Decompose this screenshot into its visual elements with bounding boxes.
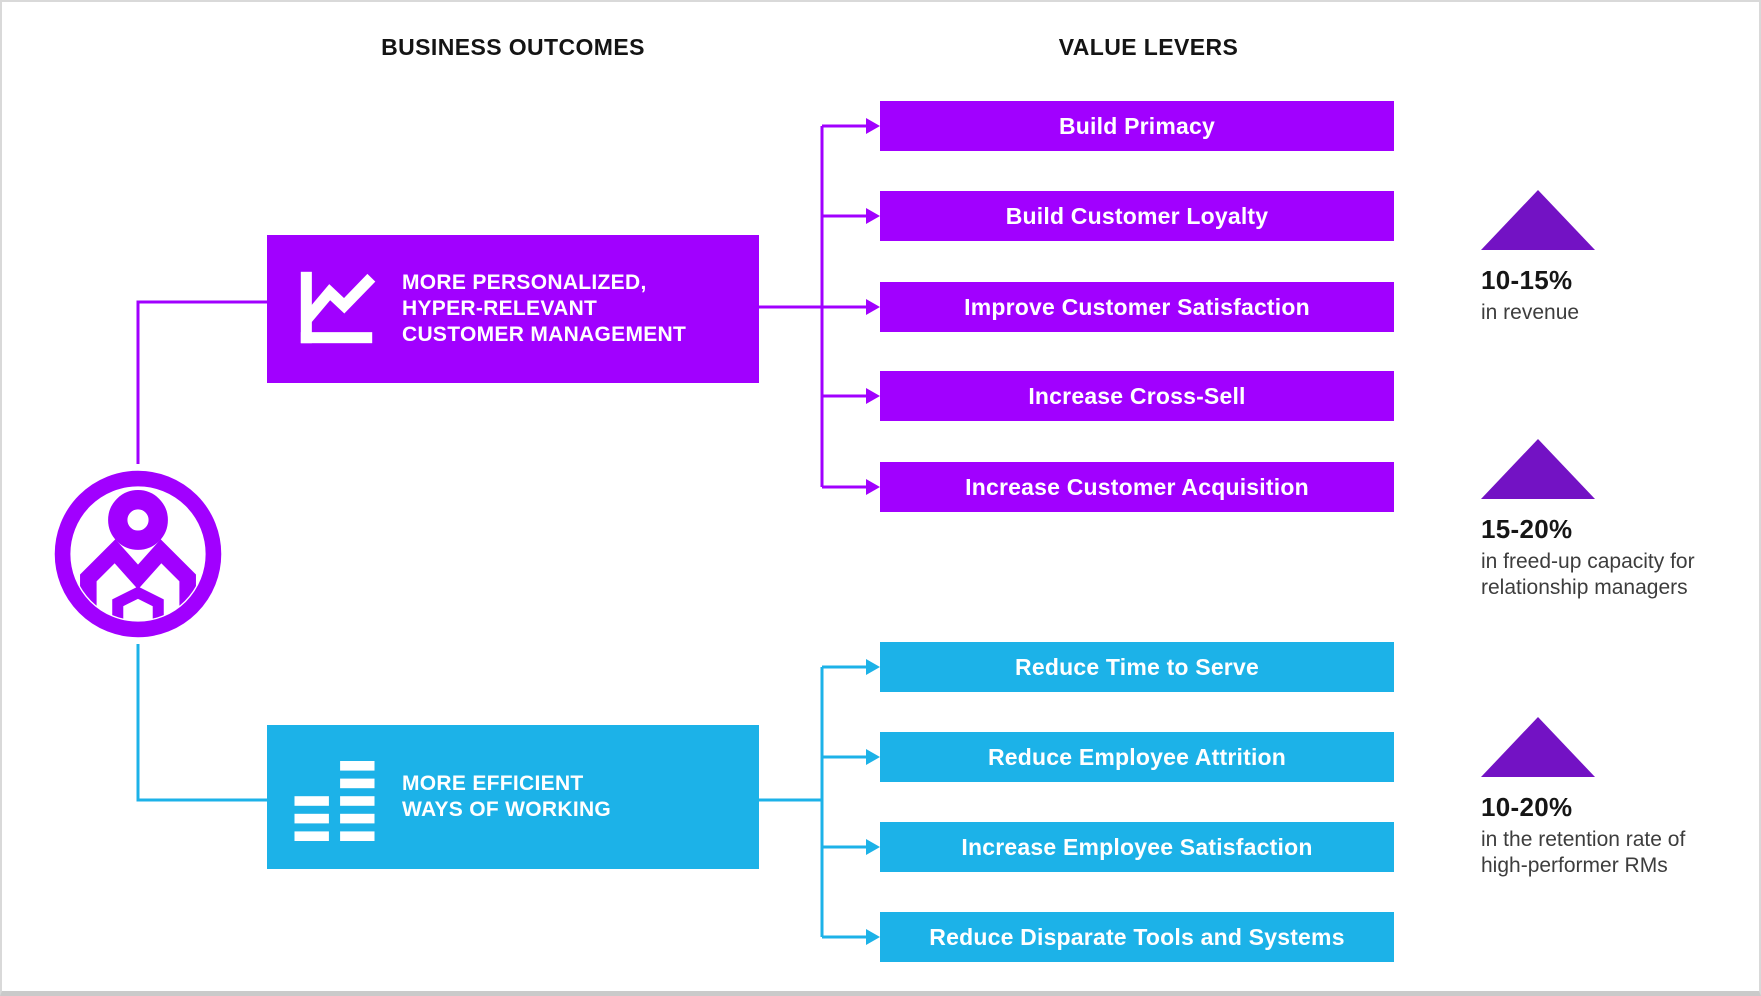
line-chart-icon	[300, 271, 376, 344]
persona-to-efficiency-box-line	[136, 644, 267, 802]
customer-connectors	[136, 124, 868, 489]
up-triangle-icon	[1481, 717, 1595, 777]
stat-value: 10-15%	[1481, 265, 1573, 295]
value-lever-reduce-disparate-tools-systems: Reduce Disparate Tools and Systems	[880, 912, 1394, 962]
column-header-value-levers: VALUE LEVERS	[1058, 34, 1239, 60]
outcome-label-line: WAYS OF WORKING	[402, 798, 612, 821]
stat-description: in revenue	[1481, 301, 1580, 324]
stat-value: 15-20%	[1481, 514, 1573, 544]
customer-arrowheads	[866, 118, 880, 495]
value-lever-reduce-time-to-serve: Reduce Time to Serve	[880, 642, 1394, 692]
column-header-business-outcomes: BUSINESS OUTCOMES	[381, 34, 645, 60]
outcome-box-customer-management: MORE PERSONALIZED, HYPER-RELEVANT CUSTOM…	[267, 235, 759, 383]
impact-stat-revenue: 10-15% in revenue	[1481, 190, 1736, 326]
efficiency-arrowheads	[866, 659, 880, 945]
impact-stat-retention-rate: 10-20% in the retention rate of high-per…	[1481, 717, 1736, 879]
stacked-list-icon	[294, 761, 375, 841]
value-lever-improve-customer-satisfaction: Improve Customer Satisfaction	[880, 282, 1394, 332]
stat-description: in freed-up capacity for relationship ma…	[1481, 550, 1695, 599]
value-lever-increase-employee-satisfaction: Increase Employee Satisfaction	[880, 822, 1394, 872]
stat-description: in the retention rate of high-performer …	[1481, 828, 1686, 877]
up-triangle-icon	[1481, 439, 1595, 499]
value-lever-reduce-employee-attrition: Reduce Employee Attrition	[880, 732, 1394, 782]
person-in-circle-icon	[54, 470, 222, 638]
value-lever-increase-cross-sell: Increase Cross-Sell	[880, 371, 1394, 421]
impact-stat-freed-up-capacity: 15-20% in freed-up capacity for relation…	[1481, 439, 1736, 601]
efficiency-connectors	[136, 644, 868, 939]
value-lever-build-customer-loyalty: Build Customer Loyalty	[880, 191, 1394, 241]
outcome-label-efficiency: MORE EFFICIENT WAYS OF WORKING	[402, 771, 611, 823]
outcome-box-ways-of-working: MORE EFFICIENT WAYS OF WORKING	[267, 725, 759, 869]
outcome-label-line: MORE EFFICIENT	[402, 772, 584, 795]
value-lever-increase-customer-acquisition: Increase Customer Acquisition	[880, 462, 1394, 512]
outcome-label-line: CUSTOMER MANAGEMENT	[402, 323, 687, 346]
stat-value: 10-20%	[1481, 792, 1573, 822]
value-lever-build-primacy: Build Primacy	[880, 101, 1394, 151]
outcome-label-customer: MORE PERSONALIZED, HYPER-RELEVANT CUSTOM…	[402, 270, 686, 348]
persona-to-customer-box-line	[136, 300, 267, 464]
outcome-label-line: HYPER-RELEVANT	[402, 297, 598, 320]
up-triangle-icon	[1481, 190, 1595, 250]
outcome-label-line: MORE PERSONALIZED,	[402, 271, 647, 294]
